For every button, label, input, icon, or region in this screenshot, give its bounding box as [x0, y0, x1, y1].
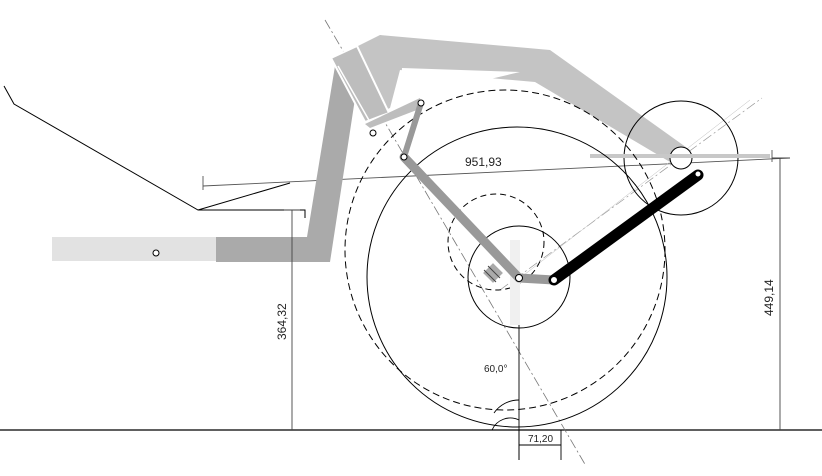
head-block-edge [337, 65, 371, 123]
linkage-lower-arm [399, 152, 524, 283]
seat-base-line [197, 182, 291, 211]
head-angle-arc-outer [491, 417, 520, 431]
top-frame [340, 35, 690, 162]
pivot-linkage-top [417, 99, 425, 107]
pivot-crank-end [694, 170, 702, 178]
pivot-crank-base [550, 276, 558, 284]
pivot-hub [515, 274, 523, 282]
wheel-solid [366, 126, 668, 428]
seat-height-label: 364,32 [275, 303, 289, 340]
seat-outline [3, 85, 306, 218]
pivot-linkage-elbow [400, 153, 408, 161]
head-block-lower [365, 98, 422, 128]
pivot-seat [152, 249, 160, 257]
rear-platform [590, 154, 770, 158]
linkage-short-arm [514, 273, 559, 285]
rear-height-label: 449,14 [762, 279, 776, 316]
seat-tube-mid [216, 66, 360, 262]
head-angle-arc [493, 399, 520, 414]
rear-axis-line [519, 99, 751, 279]
head-angle-label: 60,0° [484, 364, 507, 375]
chainstay-axis-line [499, 97, 763, 291]
pivot-head [369, 129, 377, 137]
linkage-upper-arm [401, 100, 424, 160]
wheelbase-line [202, 157, 791, 187]
wheelbase-label: 951,93 [465, 155, 502, 169]
hatched-block [483, 263, 503, 283]
hub-light-stem [510, 240, 520, 325]
top-frame-gap [400, 68, 520, 100]
inner-dashed-circle [447, 193, 545, 291]
trail-label: 71,20 [528, 434, 553, 445]
seat-tube-light [52, 237, 217, 261]
crank-arm [548, 169, 704, 286]
